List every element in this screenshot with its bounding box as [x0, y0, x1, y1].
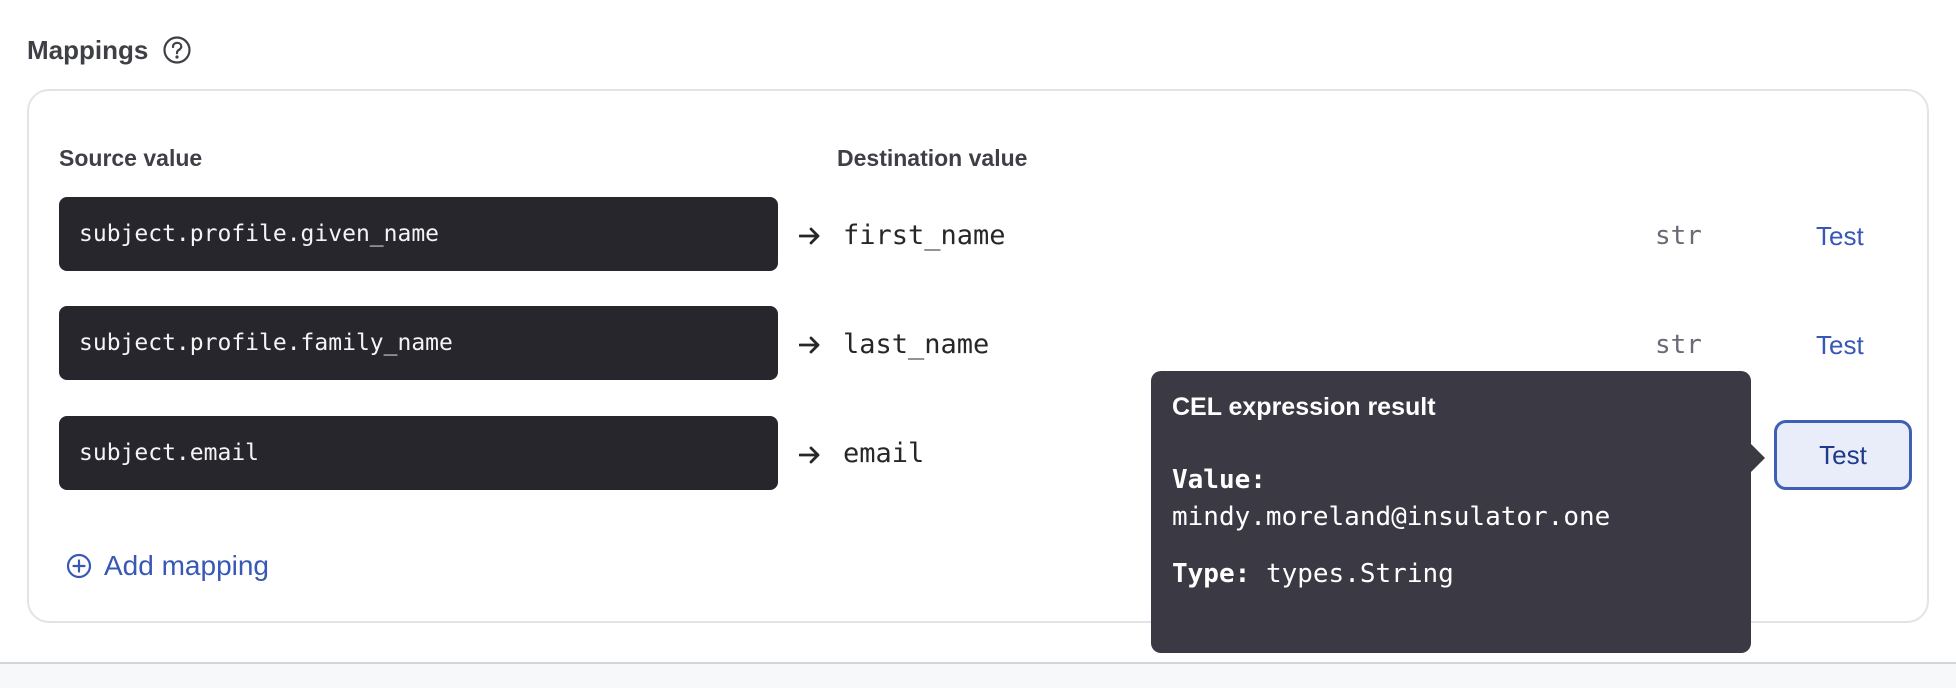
- add-mapping-label: Add mapping: [104, 550, 270, 581]
- arrow-right-icon: [799, 227, 820, 245]
- destination-value: email: [843, 438, 925, 469]
- tooltip-value-label: Value:: [1172, 465, 1266, 495]
- test-button-active[interactable]: Test: [1774, 420, 1912, 490]
- tooltip-caret: [1751, 444, 1765, 472]
- type-label: str: [1655, 221, 1702, 251]
- add-mapping-button[interactable]: Add mapping: [66, 546, 269, 586]
- tooltip-type: types.String: [1265, 559, 1454, 589]
- source-value-field[interactable]: subject.email: [59, 416, 778, 490]
- destination-value: last_name: [843, 329, 990, 360]
- cel-result-tooltip: CEL expression result Value: mindy.morel…: [1151, 371, 1751, 653]
- question-circle-icon[interactable]: [162, 35, 192, 65]
- tooltip-type-label: Type:: [1172, 559, 1251, 589]
- mappings-header: Mappings: [27, 32, 192, 68]
- arrow-right-icon: [799, 446, 820, 464]
- destination-column-header: Destination value: [837, 145, 1028, 171]
- tooltip-value-row: Value: mindy.moreland@insulator.one: [1172, 462, 1730, 536]
- section-title: Mappings: [27, 34, 149, 65]
- arrow-right-icon: [799, 336, 820, 354]
- source-value-field[interactable]: subject.profile.family_name: [59, 306, 778, 380]
- tooltip-type-row: Type: types.String: [1172, 556, 1730, 593]
- type-label: str: [1655, 330, 1702, 360]
- test-button[interactable]: Test: [1816, 221, 1864, 251]
- source-column-header: Source value: [59, 145, 203, 171]
- page-footer-band: [0, 662, 1956, 688]
- test-button[interactable]: Test: [1816, 330, 1864, 360]
- destination-value: first_name: [843, 220, 1006, 251]
- source-value-field[interactable]: subject.profile.given_name: [59, 197, 778, 271]
- tooltip-value: mindy.moreland@insulator.one: [1172, 502, 1611, 532]
- plus-circle-icon: [66, 553, 92, 579]
- tooltip-title: CEL expression result: [1172, 393, 1436, 421]
